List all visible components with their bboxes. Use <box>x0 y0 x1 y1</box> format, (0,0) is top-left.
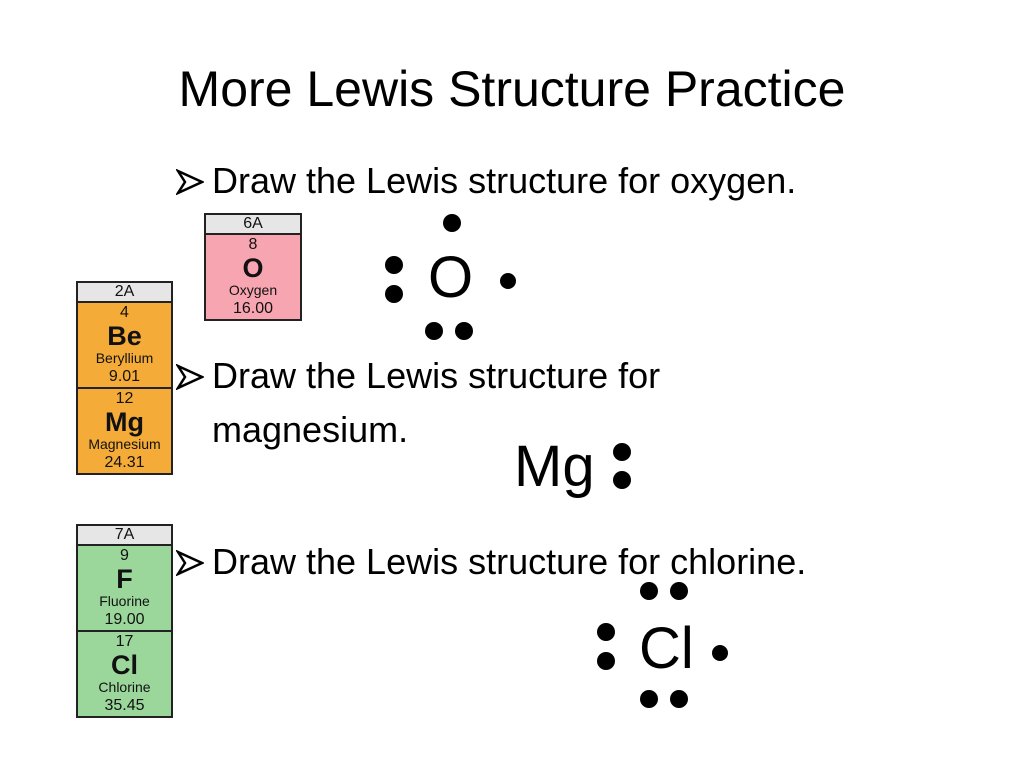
group-label-2A: 2A <box>78 283 171 303</box>
periodic-tile-group-2A: 2A 4 Be Beryllium 9.01 12 Mg Magnesium 2… <box>76 281 173 475</box>
lewis-symbol-magnesium: Mg <box>514 434 595 499</box>
atomic-number: 17 <box>115 633 134 650</box>
atomic-number: 4 <box>120 304 129 321</box>
electron-dot <box>443 214 461 232</box>
atomic-mass: 24.31 <box>104 454 145 471</box>
electron-dot <box>425 322 443 340</box>
electron-dot <box>385 285 403 303</box>
element-tile-beryllium: 4 Be Beryllium 9.01 <box>78 303 171 387</box>
atomic-number: 12 <box>115 390 134 407</box>
element-tile-oxygen: 8 O Oxygen 16.00 <box>206 235 300 319</box>
slide-title: More Lewis Structure Practice <box>178 61 846 117</box>
element-name: Magnesium <box>88 436 161 452</box>
element-tile-fluorine: 9 F Fluorine 19.00 <box>78 546 171 630</box>
element-name: Beryllium <box>95 350 154 366</box>
arrow-bullet-icon <box>176 535 204 589</box>
element-symbol: Be <box>107 321 142 351</box>
element-symbol: Cl <box>111 650 138 680</box>
lewis-symbol-oxygen: O <box>428 245 474 310</box>
periodic-tile-group-6A: 6A 8 O Oxygen 16.00 <box>204 213 302 321</box>
atomic-number: 9 <box>120 547 129 564</box>
electron-dot <box>597 652 615 670</box>
element-tile-magnesium: 12 Mg Magnesium 24.31 <box>78 387 171 473</box>
lewis-symbol-chlorine: Cl <box>639 616 694 681</box>
electron-dot <box>613 443 631 461</box>
bullet-oxygen: Draw the Lewis structure for oxygen. <box>176 154 797 208</box>
element-name: Chlorine <box>98 679 151 695</box>
element-symbol: O <box>242 253 264 283</box>
bullet-magnesium: Draw the Lewis structure for magnesium. <box>176 349 661 457</box>
element-name: Fluorine <box>99 593 150 609</box>
electron-dot <box>597 623 615 641</box>
element-symbol: F <box>116 564 133 594</box>
atomic-number: 8 <box>248 236 258 253</box>
atomic-mass: 9.01 <box>108 368 141 385</box>
atomic-mass: 16.00 <box>232 300 274 317</box>
electron-dot <box>500 273 516 289</box>
electron-dot <box>670 690 688 708</box>
group-label-6A: 6A <box>206 215 300 235</box>
group-label-7A: 7A <box>78 526 171 546</box>
arrow-bullet-icon <box>176 154 204 208</box>
electron-dot <box>670 582 688 600</box>
atomic-mass: 35.45 <box>104 697 145 714</box>
bullet-magnesium-line1: Draw the Lewis structure for <box>212 355 661 396</box>
electron-dot <box>613 471 631 489</box>
bullet-chlorine: Draw the Lewis structure for chlorine. <box>176 535 807 589</box>
electron-dot <box>385 256 403 274</box>
periodic-tile-group-7A: 7A 9 F Fluorine 19.00 17 Cl Chlorine 35.… <box>76 524 173 718</box>
element-name: Oxygen <box>228 282 278 298</box>
atomic-mass: 19.00 <box>104 611 145 628</box>
arrow-bullet-icon <box>176 349 204 403</box>
electron-dot <box>640 690 658 708</box>
element-symbol: Mg <box>105 407 144 437</box>
electron-dot <box>640 582 658 600</box>
element-tile-chlorine: 17 Cl Chlorine 35.45 <box>78 630 171 716</box>
electron-dot <box>712 645 728 661</box>
electron-dot <box>455 322 473 340</box>
bullet-oxygen-text: Draw the Lewis structure for oxygen. <box>212 160 797 201</box>
bullet-chlorine-text: Draw the Lewis structure for chlorine. <box>212 541 807 582</box>
bullet-magnesium-line2: magnesium. <box>212 409 409 450</box>
